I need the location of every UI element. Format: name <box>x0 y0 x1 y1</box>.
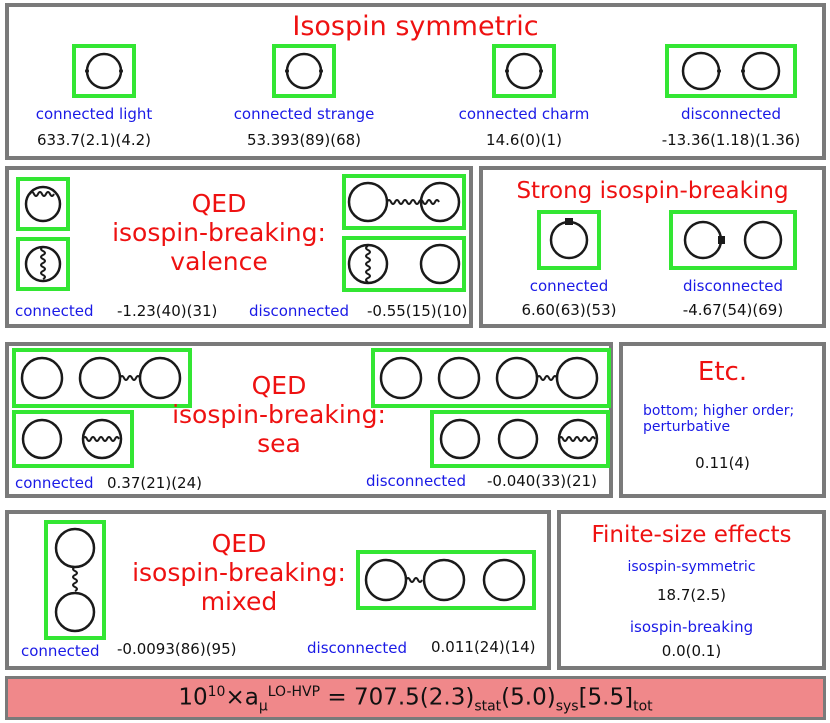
diagram-valence-disconnected-internal <box>342 236 466 292</box>
diagram-sea-connected-photon <box>12 348 192 408</box>
label-connected: connected <box>15 302 94 320</box>
value-connected: -1.23(40)(31) <box>117 302 218 320</box>
diagram-valence-connected-exchange <box>16 237 70 291</box>
diagram-strong-disconnected <box>669 210 797 270</box>
label-disconnected: disconnected <box>249 302 350 320</box>
panel-qed-sea: QED isospin-breaking: sea connected 0.37… <box>5 342 613 498</box>
panel-title: QED isospin-breaking: valence <box>112 189 326 276</box>
panel-title: Isospin symmetric <box>292 11 539 42</box>
value-connected-charm: 14.6(0)(1) <box>486 131 562 149</box>
panel-title: Etc. <box>697 357 748 387</box>
diagram-valence-disconnected-photon <box>342 174 466 230</box>
panel-title: Strong isospin-breaking <box>516 178 789 204</box>
diagram-sea-connected-internal <box>12 410 134 468</box>
label-connected-light: connected light <box>35 105 153 123</box>
panel-title: QED isospin-breaking: mixed <box>132 529 346 616</box>
label-connected-charm: connected charm <box>458 105 590 123</box>
diagram-sea-disconnected-photon <box>371 348 611 408</box>
value-isospin-breaking: 0.0(0.1) <box>661 642 722 660</box>
label-disconnected: disconnected <box>680 105 782 123</box>
diagram-connected-strange <box>272 44 336 98</box>
etc-desc-line1: bottom; higher order; <box>643 403 795 419</box>
label-disconnected: disconnected <box>682 277 784 295</box>
panel-qed-mixed: QED isospin-breaking: mixed connected -0… <box>5 510 551 670</box>
panel-strong-isospin-breaking: Strong isospin-breaking connected 6.60(6… <box>479 166 826 328</box>
value-connected-strange: 53.393(89)(68) <box>246 131 362 149</box>
panel-qed-valence: QED isospin-breaking: valence connected … <box>5 166 473 328</box>
diagram-disconnected <box>665 44 797 98</box>
label-disconnected: disconnected <box>307 639 408 657</box>
diagram-sea-disconnected-internal <box>430 410 610 468</box>
panel-title: QED isospin-breaking: sea <box>172 371 386 458</box>
value-disconnected: 0.011(24)(14) <box>431 638 536 656</box>
value-disconnected: -0.55(15)(10) <box>367 302 468 320</box>
label-connected: connected <box>21 642 100 660</box>
value-disconnected: -13.36(1.18)(1.36) <box>661 131 801 149</box>
value-connected-light: 633.7(2.1)(4.2) <box>36 131 152 149</box>
diagram-mixed-connected <box>44 520 106 640</box>
value-isospin-symmetric: 18.7(2.5) <box>657 586 726 604</box>
total-formula: 1010×aμLO-HVP = 707.5(2.3)stat(5.0)sys[5… <box>178 684 653 715</box>
etc-value: 0.11(4) <box>695 454 750 472</box>
panel-title: Finite-size effects <box>591 522 792 548</box>
label-disconnected: disconnected <box>366 472 467 490</box>
diagram-mixed-disconnected <box>356 550 536 610</box>
value-disconnected: -4.67(54)(69) <box>682 301 784 319</box>
label-isospin-breaking: isospin-breaking <box>629 618 754 636</box>
diagram-strong-connected <box>537 210 601 270</box>
value-connected: 0.37(21)(24) <box>107 474 202 492</box>
diagram-connected-light <box>72 44 136 98</box>
value-connected: 6.60(63)(53) <box>521 301 617 319</box>
value-connected: -0.0093(86)(95) <box>117 640 237 658</box>
panel-etc: Etc. bottom; higher order; perturbative … <box>619 342 826 498</box>
total-result-bar: 1010×aμLO-HVP = 707.5(2.3)stat(5.0)sys[5… <box>5 676 826 720</box>
panel-isospin-symmetric: Isospin symmetric connected light 633.7(… <box>5 3 826 160</box>
label-isospin-symmetric: isospin-symmetric <box>627 559 756 575</box>
label-connected: connected <box>15 474 94 492</box>
label-connected: connected <box>529 277 609 295</box>
label-connected-strange: connected strange <box>233 105 375 123</box>
diagram-connected-charm <box>492 44 556 98</box>
value-disconnected: -0.040(33)(21) <box>487 472 597 490</box>
diagram-valence-connected-self <box>16 177 70 231</box>
etc-desc-line2: perturbative <box>643 419 731 435</box>
panel-finite-size: Finite-size effects isospin-symmetric 18… <box>557 510 826 670</box>
